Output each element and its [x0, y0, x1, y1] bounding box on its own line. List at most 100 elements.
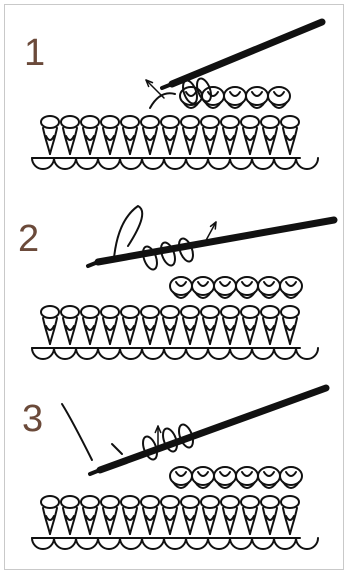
stitch-top [61, 116, 79, 128]
stitch-cross [246, 136, 254, 140]
stitch-leg [70, 508, 77, 534]
stitch-top [141, 306, 159, 318]
chain-bump [32, 538, 54, 549]
stitch-leg [203, 508, 210, 534]
stitch-top [181, 116, 199, 128]
stitch-leg [243, 128, 250, 154]
upper-loop-inner [264, 472, 274, 476]
chain-bump [164, 348, 186, 359]
stitch-cross [86, 326, 94, 330]
stitch-cross [146, 326, 154, 330]
chain-bump [54, 348, 76, 359]
chain-bump [296, 158, 318, 169]
stitch-leg [190, 128, 197, 154]
stitch-leg [183, 128, 190, 154]
chain-bump [274, 348, 296, 359]
stitch-top [281, 496, 299, 508]
stitch-leg [50, 318, 57, 344]
stitch-leg [90, 318, 97, 344]
stitch-cross [266, 326, 274, 330]
stitch-cross [166, 516, 174, 520]
stitch-leg [210, 128, 217, 154]
chain-bump [54, 538, 76, 549]
stitch-cross [106, 136, 114, 140]
stitch-top [241, 116, 259, 128]
chain-bump [164, 538, 186, 549]
stitch-leg [103, 128, 110, 154]
stitch-leg [230, 318, 237, 344]
chain-bump [208, 158, 230, 169]
stitch-top [261, 496, 279, 508]
stitch-top [241, 496, 259, 508]
stitch-top [101, 306, 119, 318]
stitch-top [61, 306, 79, 318]
stitch-leg [183, 508, 190, 534]
stitch-top [241, 306, 259, 318]
stitch-cross [206, 516, 214, 520]
stitch-leg [123, 318, 130, 344]
chain-bump [76, 538, 98, 549]
stitch-leg [63, 128, 70, 154]
stitch-leg [170, 508, 177, 534]
stitch-cross [206, 326, 214, 330]
stitch-cross [266, 516, 274, 520]
stitch-leg [270, 508, 277, 534]
chain-bump [120, 538, 142, 549]
stitch-top [81, 496, 99, 508]
stitch-leg [223, 318, 230, 344]
stitch-top [161, 306, 179, 318]
step-panel-1 [32, 22, 322, 169]
stitch-leg [150, 508, 157, 534]
stitch-leg [83, 318, 90, 344]
stitch-cross [46, 136, 54, 140]
stitch-cross [66, 326, 74, 330]
loop-on-hook [176, 237, 195, 264]
chain-bump [274, 538, 296, 549]
stitch-top [121, 116, 139, 128]
stitch-leg [290, 128, 297, 154]
stitch-leg [123, 128, 130, 154]
stitch-cross [86, 516, 94, 520]
crochet-hook-icon [172, 22, 322, 84]
stitch-leg [43, 508, 50, 534]
chain-bump [296, 348, 318, 359]
step-panel-2 [32, 206, 334, 359]
stitch-leg [283, 318, 290, 344]
stitch-leg [263, 318, 270, 344]
upper-loop-inner [220, 282, 230, 286]
stitch-cross [126, 326, 134, 330]
chain-bump [54, 158, 76, 169]
chain-bump [76, 158, 98, 169]
stitch-leg [290, 508, 297, 534]
stitch-leg [83, 128, 90, 154]
chain-bump [120, 158, 142, 169]
stitch-top [181, 306, 199, 318]
stitch-leg [130, 508, 137, 534]
stitch-top [221, 116, 239, 128]
chain-bump [120, 348, 142, 359]
stitch-leg [190, 318, 197, 344]
stitch-cross [126, 136, 134, 140]
chain-bump [142, 348, 164, 359]
chain-bump [208, 348, 230, 359]
stitch-leg [223, 128, 230, 154]
loop-on-hook [158, 241, 177, 268]
stitch-leg [90, 128, 97, 154]
stitch-leg [110, 318, 117, 344]
stitch-cross [146, 516, 154, 520]
chain-bump [296, 538, 318, 549]
stitch-leg [270, 128, 277, 154]
stitch-cross [106, 516, 114, 520]
chain-bump [186, 538, 208, 549]
chain-bump [142, 538, 164, 549]
chain-bump [230, 348, 252, 359]
stitch-cross [186, 136, 194, 140]
step-panel-3 [32, 388, 326, 549]
chain-bump [252, 348, 274, 359]
upper-loop-inner [252, 92, 262, 96]
stitch-leg [110, 128, 117, 154]
stitch-top [41, 496, 59, 508]
stitch-cross [246, 326, 254, 330]
stitch-leg [43, 318, 50, 344]
